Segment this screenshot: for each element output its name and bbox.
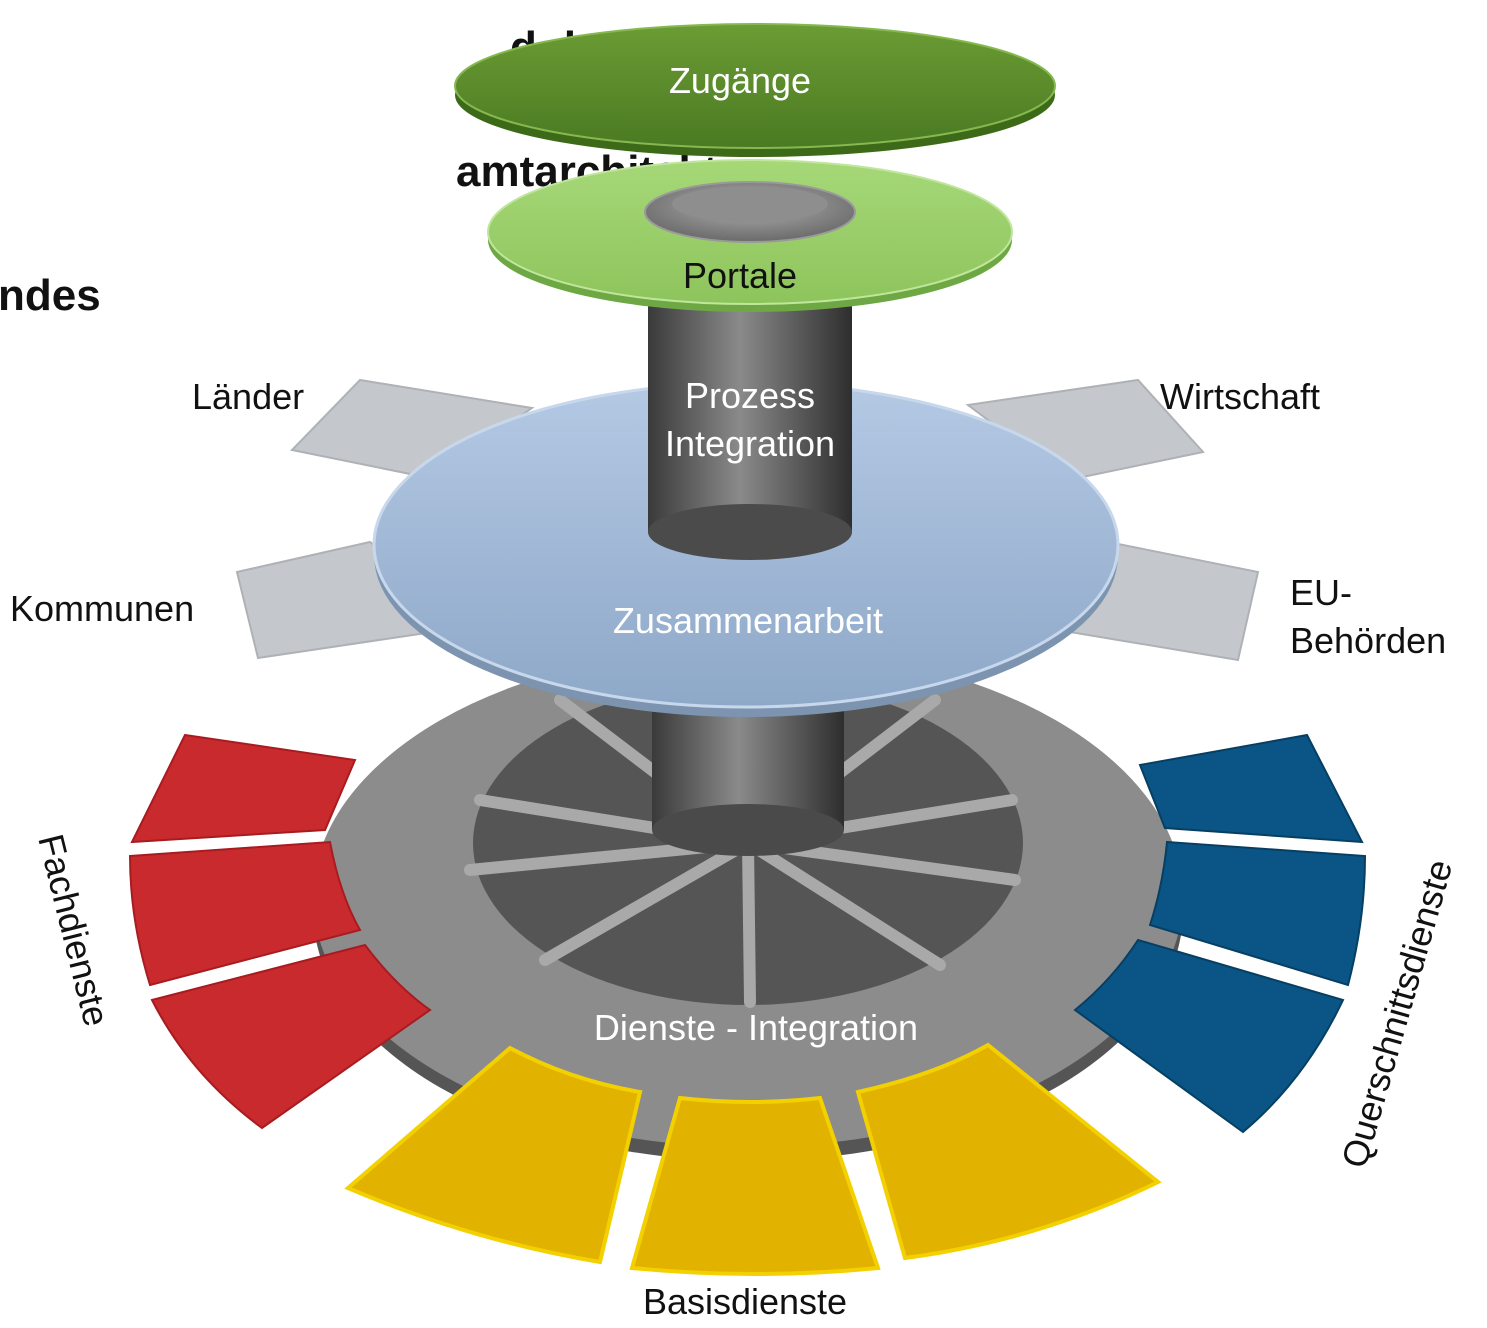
querschnittsdienst-tile-3 <box>1073 938 1345 1134</box>
label-portale: Portale <box>683 255 797 296</box>
fachdienst-tile-3 <box>150 943 432 1130</box>
fachdienste-tiles <box>128 733 432 1130</box>
querschnittsdienst-tile-2 <box>1148 840 1367 987</box>
label-wirtschaft: Wirtschaft <box>1160 376 1320 417</box>
label-dienste-integration: Dienste - Integration <box>594 1007 918 1048</box>
zugaenge-disc <box>454 23 1056 157</box>
label-fachdienste: Fachdienste <box>30 830 117 1030</box>
label-zusammenarbeit: Zusammenarbeit <box>613 600 883 641</box>
basisdienst-tile-2 <box>629 1095 881 1276</box>
label-laender: Länder <box>192 376 304 417</box>
fachdienst-tile-1 <box>130 733 357 844</box>
querschnittsdienste-tiles <box>1073 733 1367 1134</box>
fachdienst-tile-2 <box>128 840 362 987</box>
label-zugaenge: Zugänge <box>669 60 811 101</box>
label-basisdienste: Basisdienste <box>643 1281 847 1322</box>
partner-tabs <box>235 378 1260 662</box>
label-eu-line1: EU- <box>1290 572 1352 613</box>
title-line-3: ndes <box>0 271 101 320</box>
label-prozess-line2: Integration <box>665 423 835 464</box>
querschnittsdienst-tile-1 <box>1138 733 1364 844</box>
label-prozess-line1: Prozess <box>685 375 815 416</box>
dienste-integration-ring <box>312 646 1183 1161</box>
basisdienst-tile-3 <box>855 1042 1162 1261</box>
label-kommunen: Kommunen <box>10 588 194 629</box>
label-eu-line2: Behörden <box>1290 620 1446 661</box>
prozess-pillar <box>648 292 852 560</box>
portale-disc <box>487 159 1013 312</box>
basisdienste-tiles <box>344 1042 1162 1276</box>
basisdienst-tile-1 <box>344 1045 643 1265</box>
